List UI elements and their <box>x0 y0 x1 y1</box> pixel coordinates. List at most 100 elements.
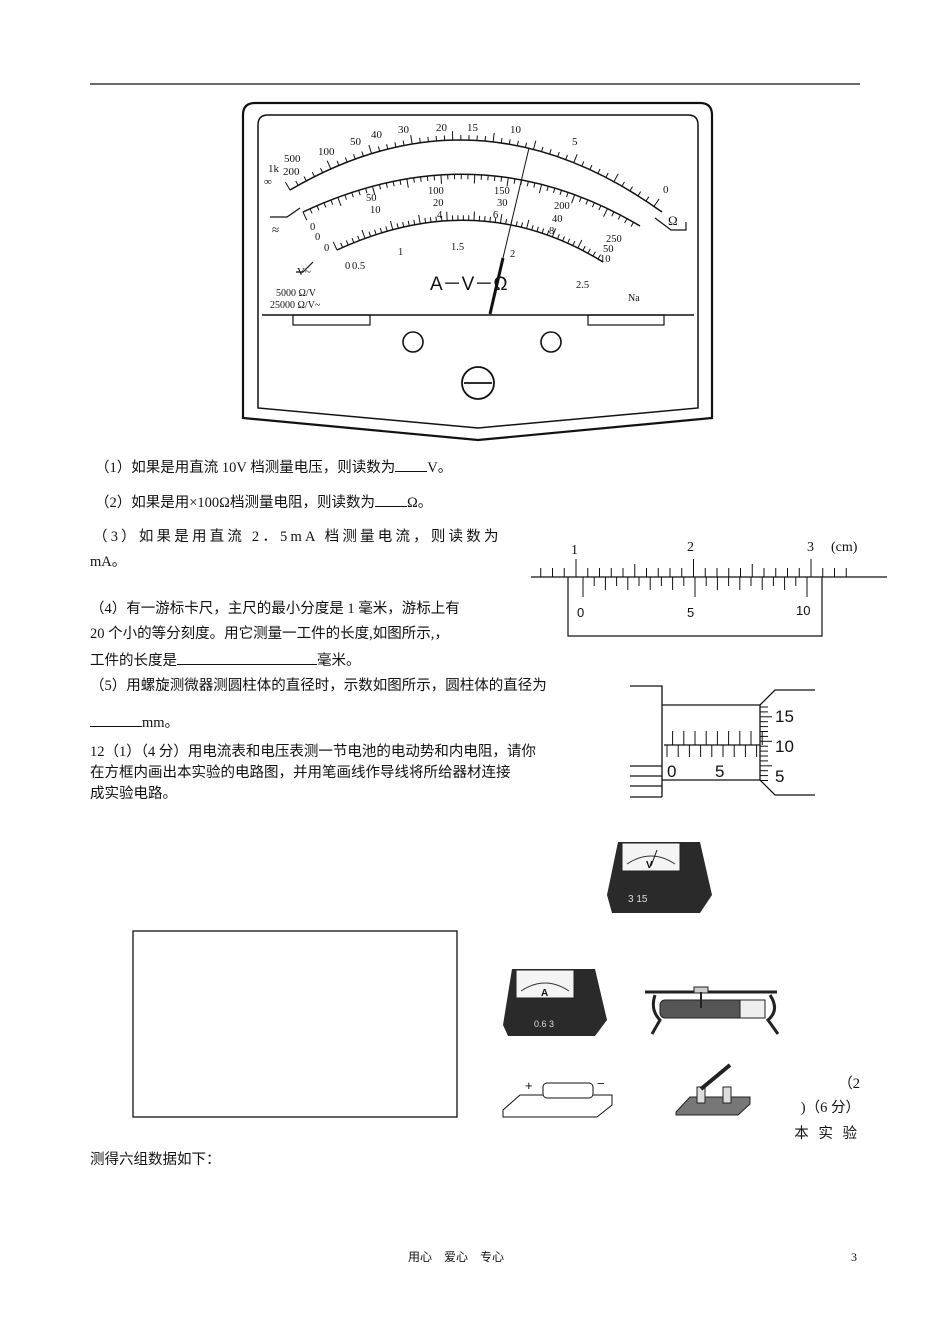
meter-tick <box>617 214 621 220</box>
meter-tick <box>357 235 360 241</box>
meter-tick <box>316 205 320 211</box>
meter-pointer-base <box>488 257 505 315</box>
meter-tick <box>613 173 619 182</box>
meter-tick <box>500 137 503 144</box>
meter-tick <box>516 140 519 146</box>
ohm-symbol: Ω <box>668 213 678 228</box>
svg-text:50: 50 <box>603 244 614 255</box>
svg-text:15: 15 <box>775 707 794 726</box>
meter-tick <box>572 240 576 246</box>
meter-tick <box>353 154 356 160</box>
answer-blank-2[interactable] <box>374 492 407 507</box>
meter-tick <box>549 149 552 155</box>
meter-tick <box>557 234 560 240</box>
ohm-label: 15 <box>467 122 479 134</box>
meter-tick <box>494 217 497 223</box>
meter-tick <box>592 251 596 257</box>
meter-brand: A－V－Ω <box>430 274 508 295</box>
meter-tick <box>435 216 437 222</box>
rheostat-image[interactable] <box>645 986 780 1035</box>
svg-text:50: 50 <box>366 193 377 204</box>
ohm-label: ∞ <box>264 176 272 188</box>
svg-text:2.5: 2.5 <box>576 280 589 291</box>
meter-pointer <box>502 147 530 259</box>
meter-tick <box>611 211 615 217</box>
ohm-label: 200 <box>283 166 300 178</box>
ohm-label: 40 <box>371 129 383 141</box>
meter-tick <box>653 198 660 207</box>
meter-tick <box>407 220 410 226</box>
voltmeter-image[interactable]: V 3 15 <box>607 842 712 913</box>
answer-blank-4[interactable] <box>177 650 317 665</box>
meter-tick <box>385 226 388 232</box>
zero-adjust-knob[interactable] <box>461 366 495 400</box>
meter-tick <box>565 192 569 198</box>
switch-image[interactable] <box>675 1063 751 1116</box>
meter-tick <box>526 181 529 187</box>
meter-tick <box>585 199 589 205</box>
ohm-label: 30 <box>398 124 410 136</box>
meter-tick <box>520 222 524 228</box>
meter-tick <box>368 231 372 237</box>
meter-tick <box>340 242 344 248</box>
question-12-line3: 成实验电路。 <box>90 786 177 802</box>
answer-blank-1[interactable] <box>395 457 428 472</box>
meter-tick <box>621 181 625 187</box>
svg-text:10: 10 <box>600 254 611 265</box>
meter-tick <box>399 179 402 186</box>
svg-text:250: 250 <box>606 234 622 245</box>
svg-text:8: 8 <box>549 226 554 237</box>
answer-blank-5[interactable] <box>90 712 142 727</box>
meter-jack-right[interactable] <box>540 331 562 353</box>
ammeter-image[interactable]: A 0.6 3 <box>503 969 607 1036</box>
meter-tick <box>624 218 628 224</box>
meter-tick <box>582 245 586 251</box>
meter-tick <box>578 197 582 203</box>
svg-text:4: 4 <box>437 210 443 221</box>
meter-tick <box>406 178 409 188</box>
svg-text:30: 30 <box>497 198 508 209</box>
meter-tick <box>337 197 342 206</box>
battery-image[interactable]: + − <box>502 1076 613 1118</box>
svg-text:5: 5 <box>715 762 724 781</box>
micrometer-labels: 0 5 15 10 5 <box>667 707 794 786</box>
meter-tick <box>345 240 349 246</box>
meter-jack-left[interactable] <box>402 331 424 353</box>
data-intro: 测得六组数据如下： <box>90 1152 221 1168</box>
svg-text:1: 1 <box>398 247 403 258</box>
question-4-line1: （4）有一游标卡尺，主尺的最小分度是 1 毫米，游标上有 <box>90 601 460 617</box>
meter-tick <box>505 218 508 225</box>
meter-tick <box>371 186 376 196</box>
question-5-line2: mm。 <box>90 712 179 733</box>
vernier-slider[interactable] <box>567 577 823 637</box>
meter-tick <box>531 225 534 231</box>
svg-text:3: 3 <box>807 540 814 555</box>
meter-tick <box>426 175 429 182</box>
meter-tick <box>326 160 332 170</box>
meter-tick <box>630 221 634 227</box>
meter-tick <box>344 157 348 163</box>
meter-tick <box>581 161 585 167</box>
question-5-line1: （5）用螺旋测微器测圆柱体的直径时，示数如图所示，圆柱体的直径为 <box>90 678 547 694</box>
meter-tick <box>446 211 448 221</box>
ohm-label: 20 <box>436 122 448 134</box>
meter-tick <box>597 168 601 174</box>
meter-tick <box>645 196 650 202</box>
svg-text:0: 0 <box>315 232 320 243</box>
circuit-drawing-box[interactable] <box>132 930 458 1118</box>
meter-tick <box>330 199 334 205</box>
meter-tick <box>365 188 368 194</box>
svg-text:5: 5 <box>775 767 784 786</box>
meter-tick <box>493 175 496 182</box>
svg-text:−: − <box>597 1076 605 1091</box>
micrometer-sleeve <box>662 704 761 781</box>
meter-tick <box>605 172 609 178</box>
dcv-scale-arc <box>302 173 641 227</box>
micrometer-thimble <box>759 689 815 796</box>
meter-outer-case <box>241 101 714 442</box>
ohm-label: 10 <box>510 124 522 136</box>
svg-text:20: 20 <box>433 198 444 209</box>
caliper-labels: 1 2 3 (cm) 0 5 10 <box>571 540 858 620</box>
